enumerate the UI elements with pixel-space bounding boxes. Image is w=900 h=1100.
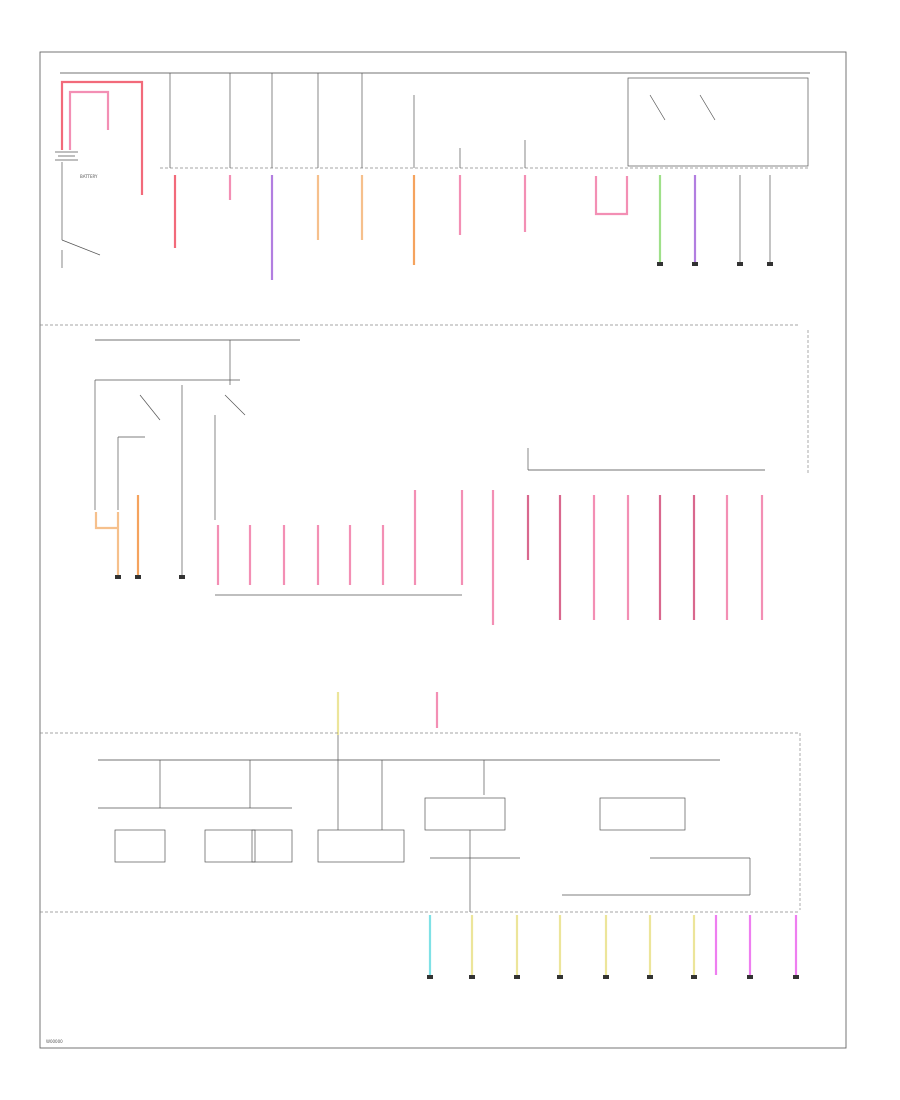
middle-relay-switch-1 [139, 394, 161, 421]
ground-terminal-low-4 [557, 975, 563, 979]
ground-terminal-low-6 [647, 975, 653, 979]
relay-6 [599, 797, 686, 831]
relay-1 [114, 829, 166, 863]
middle-relay-switch-2 [224, 394, 246, 416]
ground-switch [61, 239, 101, 256]
ground-terminal-3 [737, 262, 743, 266]
ground-terminal-mid-1 [115, 575, 121, 579]
relay-4 [317, 829, 405, 863]
relay-5 [424, 797, 506, 831]
ground-terminal-low-3 [514, 975, 520, 979]
relay-box-top [627, 77, 809, 167]
relay-box-switch-1 [649, 94, 666, 121]
junction-connectors [336, 692, 439, 735]
section-lower-block [40, 732, 801, 979]
section-middle-block [40, 324, 809, 625]
battery-label: BATTERY [80, 174, 98, 179]
battery-symbol [55, 151, 78, 161]
section-battery-fuse-block: BATTERY [55, 72, 810, 280]
ground-terminal-low-7 [691, 975, 697, 979]
ground-terminal-2 [692, 262, 698, 266]
ground-terminal-low-9 [793, 975, 799, 979]
relay-loop-pink [594, 176, 629, 216]
ground-terminal-mid-3 [179, 575, 185, 579]
battery-cable-red [60, 80, 144, 195]
ground-terminal-4 [767, 262, 773, 266]
battery-cable-pink [68, 90, 110, 150]
footer-code: W00000 [46, 1039, 63, 1044]
relay-2 [204, 829, 256, 863]
ground-terminal-low-5 [603, 975, 609, 979]
relay-3 [251, 829, 293, 863]
ground-terminal-1 [657, 262, 663, 266]
relay-box-switch-2 [699, 94, 716, 121]
diagram-outer-frame [39, 51, 847, 1049]
wire-orange-loop [94, 512, 118, 530]
ground-terminal-mid-2 [135, 575, 141, 579]
ground-terminal-low-1 [427, 975, 433, 979]
ground-terminal-low-2 [469, 975, 475, 979]
ground-terminal-low-8 [747, 975, 753, 979]
